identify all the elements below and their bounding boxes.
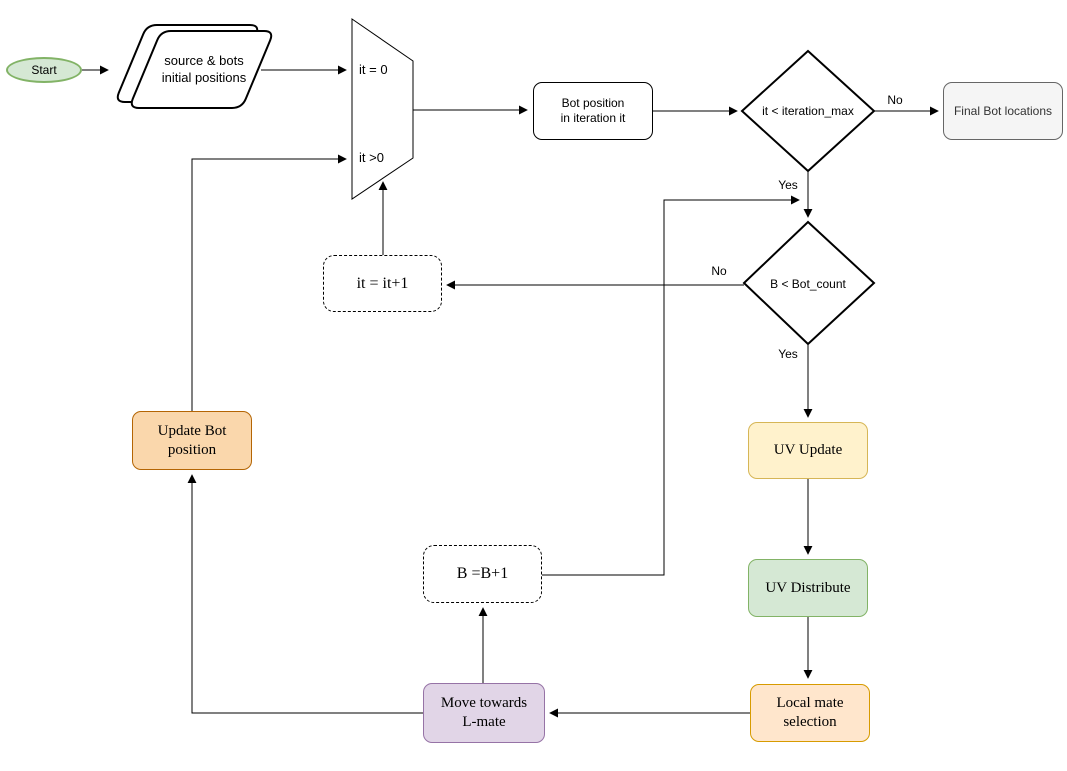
iteration-switch-shape	[351, 18, 414, 200]
update-bot-position-label: Update Bot position	[157, 422, 227, 458]
edge-bincrement-to-yesline	[542, 195, 800, 576]
move-towards-lmate-node: Move towards L-mate	[423, 683, 545, 743]
edge-updatebot-to-switch	[191, 154, 347, 411]
uv-update-node: UV Update	[748, 422, 868, 479]
edge-label-bot-yes: Yes	[778, 347, 798, 361]
start-node: Start	[6, 57, 82, 83]
uv-distribute-node: UV Distribute	[748, 559, 868, 617]
update-bot-position-node: Update Bot position	[132, 411, 252, 470]
edge-label-iteration-no: No	[887, 93, 903, 107]
source-card-front-shape	[130, 30, 273, 109]
bot-position-node: Bot position in iteration it	[533, 82, 653, 140]
b-increment-label: B =B+1	[456, 565, 509, 582]
bot-check-diamond	[742, 220, 876, 346]
b-increment-node: B =B+1	[423, 545, 542, 603]
start-label: Start	[31, 62, 57, 77]
local-mate-selection-label: Local mate selection	[776, 695, 844, 730]
it-increment-label: it = it+1	[356, 274, 409, 292]
local-mate-selection-node: Local mate selection	[750, 684, 870, 742]
edge-label-iteration-yes: Yes	[778, 178, 798, 192]
uv-distribute-label: UV Distribute	[765, 579, 851, 596]
iteration-switch-case-repeat: it >0	[359, 150, 384, 165]
final-locations-node: Final Bot locations	[943, 82, 1063, 140]
uv-update-label: UV Update	[773, 442, 843, 459]
iteration-check-diamond	[740, 49, 876, 173]
iteration-switch-case-first: it = 0	[359, 62, 388, 77]
it-increment-node: it = it+1	[323, 255, 442, 312]
bot-position-label: Bot position in iteration it	[560, 96, 626, 125]
final-locations-label: Final Bot locations	[953, 103, 1053, 118]
source-data-label: source & bots initial positions	[161, 53, 247, 85]
bot-check-label: B < Bot_count	[770, 277, 846, 291]
edge-label-bot-no: No	[711, 264, 727, 278]
iteration-check-label: it < iteration_max	[762, 104, 854, 118]
edge-movelmate-to-updatebot	[187, 474, 423, 714]
move-towards-lmate-label: Move towards L-mate	[440, 695, 528, 730]
